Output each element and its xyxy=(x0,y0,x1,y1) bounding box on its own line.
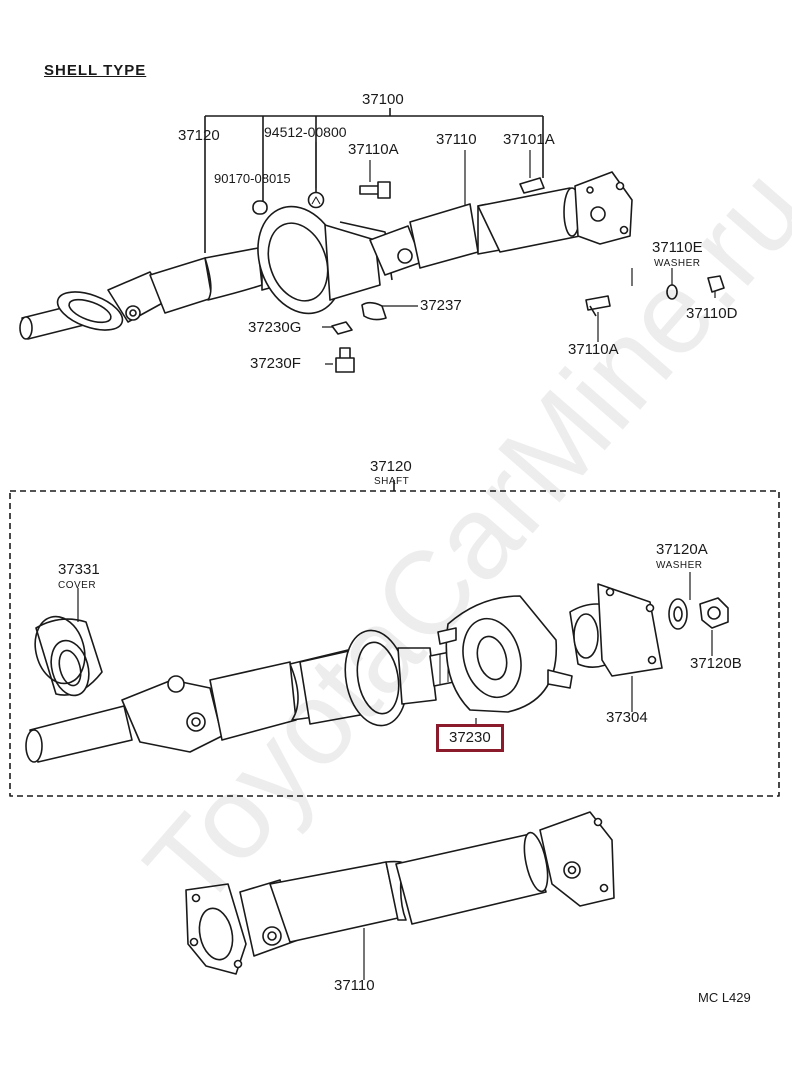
label-washer-top: WASHER xyxy=(654,258,701,269)
spline-boot xyxy=(397,647,437,705)
label-37110E: 37110E xyxy=(652,239,703,256)
label-37100: 37100 xyxy=(362,91,404,108)
label-94512-00800: 94512-00800 xyxy=(264,124,347,140)
spline-stub xyxy=(29,705,133,763)
nut-37230G xyxy=(331,321,353,335)
plate-37101A xyxy=(519,177,545,194)
bolt-37110A-lower xyxy=(585,295,611,317)
label-37101A: 37101A xyxy=(503,131,555,148)
label-cover-name: COVER xyxy=(58,580,97,591)
label-37120-shaft: 37120 xyxy=(370,458,412,475)
assembly-bracket-line xyxy=(204,115,544,253)
label-37120B: 37120B xyxy=(690,655,742,672)
label-37120-top: 37120 xyxy=(178,127,220,144)
top-propeller-shaft-assembly xyxy=(19,108,725,373)
tube-section-a xyxy=(269,861,399,943)
middle-shaft-detail xyxy=(25,572,729,763)
label-shaft-name: SHAFT xyxy=(374,476,410,487)
tube-section-b xyxy=(395,833,547,925)
label-37230-highlight[interactable]: 37230 xyxy=(436,724,504,752)
front-tube xyxy=(409,203,479,269)
label-washer-middle: WASHER xyxy=(656,560,703,571)
bolt-37110A-upper xyxy=(359,181,391,199)
label-37110-bottom: 37110 xyxy=(334,977,375,994)
label-37230G: 37230G xyxy=(248,319,302,336)
label-37237: 37237 xyxy=(420,297,462,314)
footer-code: MC L429 xyxy=(698,990,751,1005)
label-37110-top: 37110 xyxy=(436,131,477,148)
label-37120A: 37120A xyxy=(656,541,708,558)
washer-90170 xyxy=(252,200,268,215)
label-37304: 37304 xyxy=(606,709,648,726)
label-37331: 37331 xyxy=(58,561,100,578)
label-37110A-bottom: 37110A xyxy=(568,341,619,358)
bolt-37230F xyxy=(335,347,355,373)
washer-37110E xyxy=(666,284,678,300)
section-title: SHELL TYPE xyxy=(44,62,147,79)
bracket-37237 xyxy=(361,301,387,321)
label-90170-08015: 90170-08015 xyxy=(214,171,291,186)
bolt-94512-washer xyxy=(307,191,325,209)
nut-37110D xyxy=(707,275,725,293)
label-37230F: 37230F xyxy=(250,355,301,372)
label-37110D: 37110D xyxy=(686,305,738,322)
rear-yoke xyxy=(539,811,615,907)
label-37110A-top: 37110A xyxy=(348,141,399,158)
bottom-shaft-37110 xyxy=(185,811,615,980)
